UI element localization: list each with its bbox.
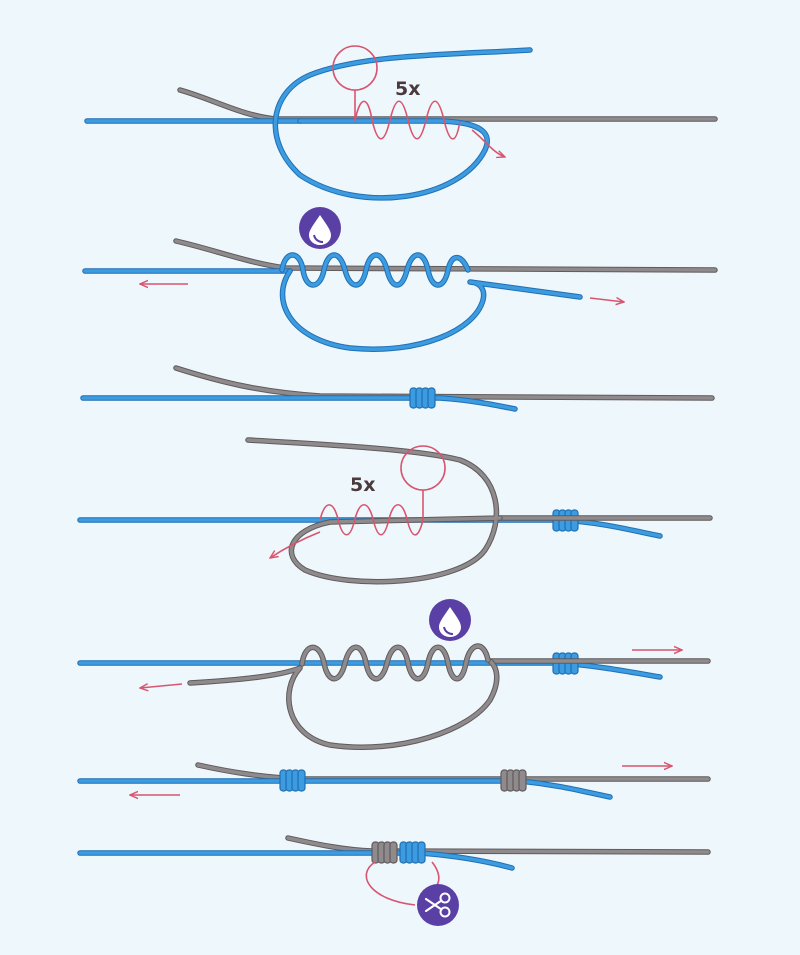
- step-1: 5x: [84, 45, 718, 201]
- blue-knot-step-6: [279, 769, 306, 792]
- scissors-icon: [417, 884, 459, 926]
- step-2: [82, 207, 718, 352]
- trim-pointer-left: [365, 861, 416, 906]
- gray-line-step-2: [173, 238, 718, 273]
- wraps-step-5: [299, 643, 491, 682]
- motion-arrow-step-4: [270, 531, 321, 558]
- gray-knot-step-6: [500, 769, 527, 792]
- blue-line-step-3: [80, 395, 518, 412]
- gray-line-step-4: [245, 437, 713, 585]
- blue-line-step-7: [77, 850, 515, 871]
- water-drop-icon: [429, 599, 471, 641]
- step-7: [77, 835, 711, 926]
- gray-line-step-3: [173, 365, 715, 401]
- step-6: [77, 762, 711, 800]
- motion-arrow-step-2-right: [589, 298, 624, 302]
- water-drop-icon: [299, 207, 341, 249]
- gray-line-step-1: [177, 87, 718, 122]
- wrap-count-label-step-1: 5x: [395, 78, 420, 100]
- wrap-count-label-step-4: 5x: [350, 474, 375, 496]
- step-5: [77, 599, 711, 750]
- step-4: 5x: [77, 437, 713, 585]
- motion-arrow-step-1: [471, 129, 505, 157]
- gray-line-step-6: [195, 762, 711, 782]
- double-knot-step-7: [371, 841, 426, 864]
- motion-arrow-step-5-left: [140, 684, 183, 688]
- blue-knot-step-3: [409, 387, 436, 409]
- wraps-step-4: [319, 503, 424, 536]
- gray-line-step-5: [187, 658, 711, 750]
- gray-line-step-7: [285, 835, 711, 855]
- wraps-step-1: [354, 100, 461, 140]
- trim-pointer-right: [431, 861, 440, 886]
- step-3: [80, 365, 715, 412]
- wraps-step-2: [279, 252, 471, 288]
- blue-line-step-1: [84, 47, 533, 201]
- blue-line-step-2: [82, 268, 583, 352]
